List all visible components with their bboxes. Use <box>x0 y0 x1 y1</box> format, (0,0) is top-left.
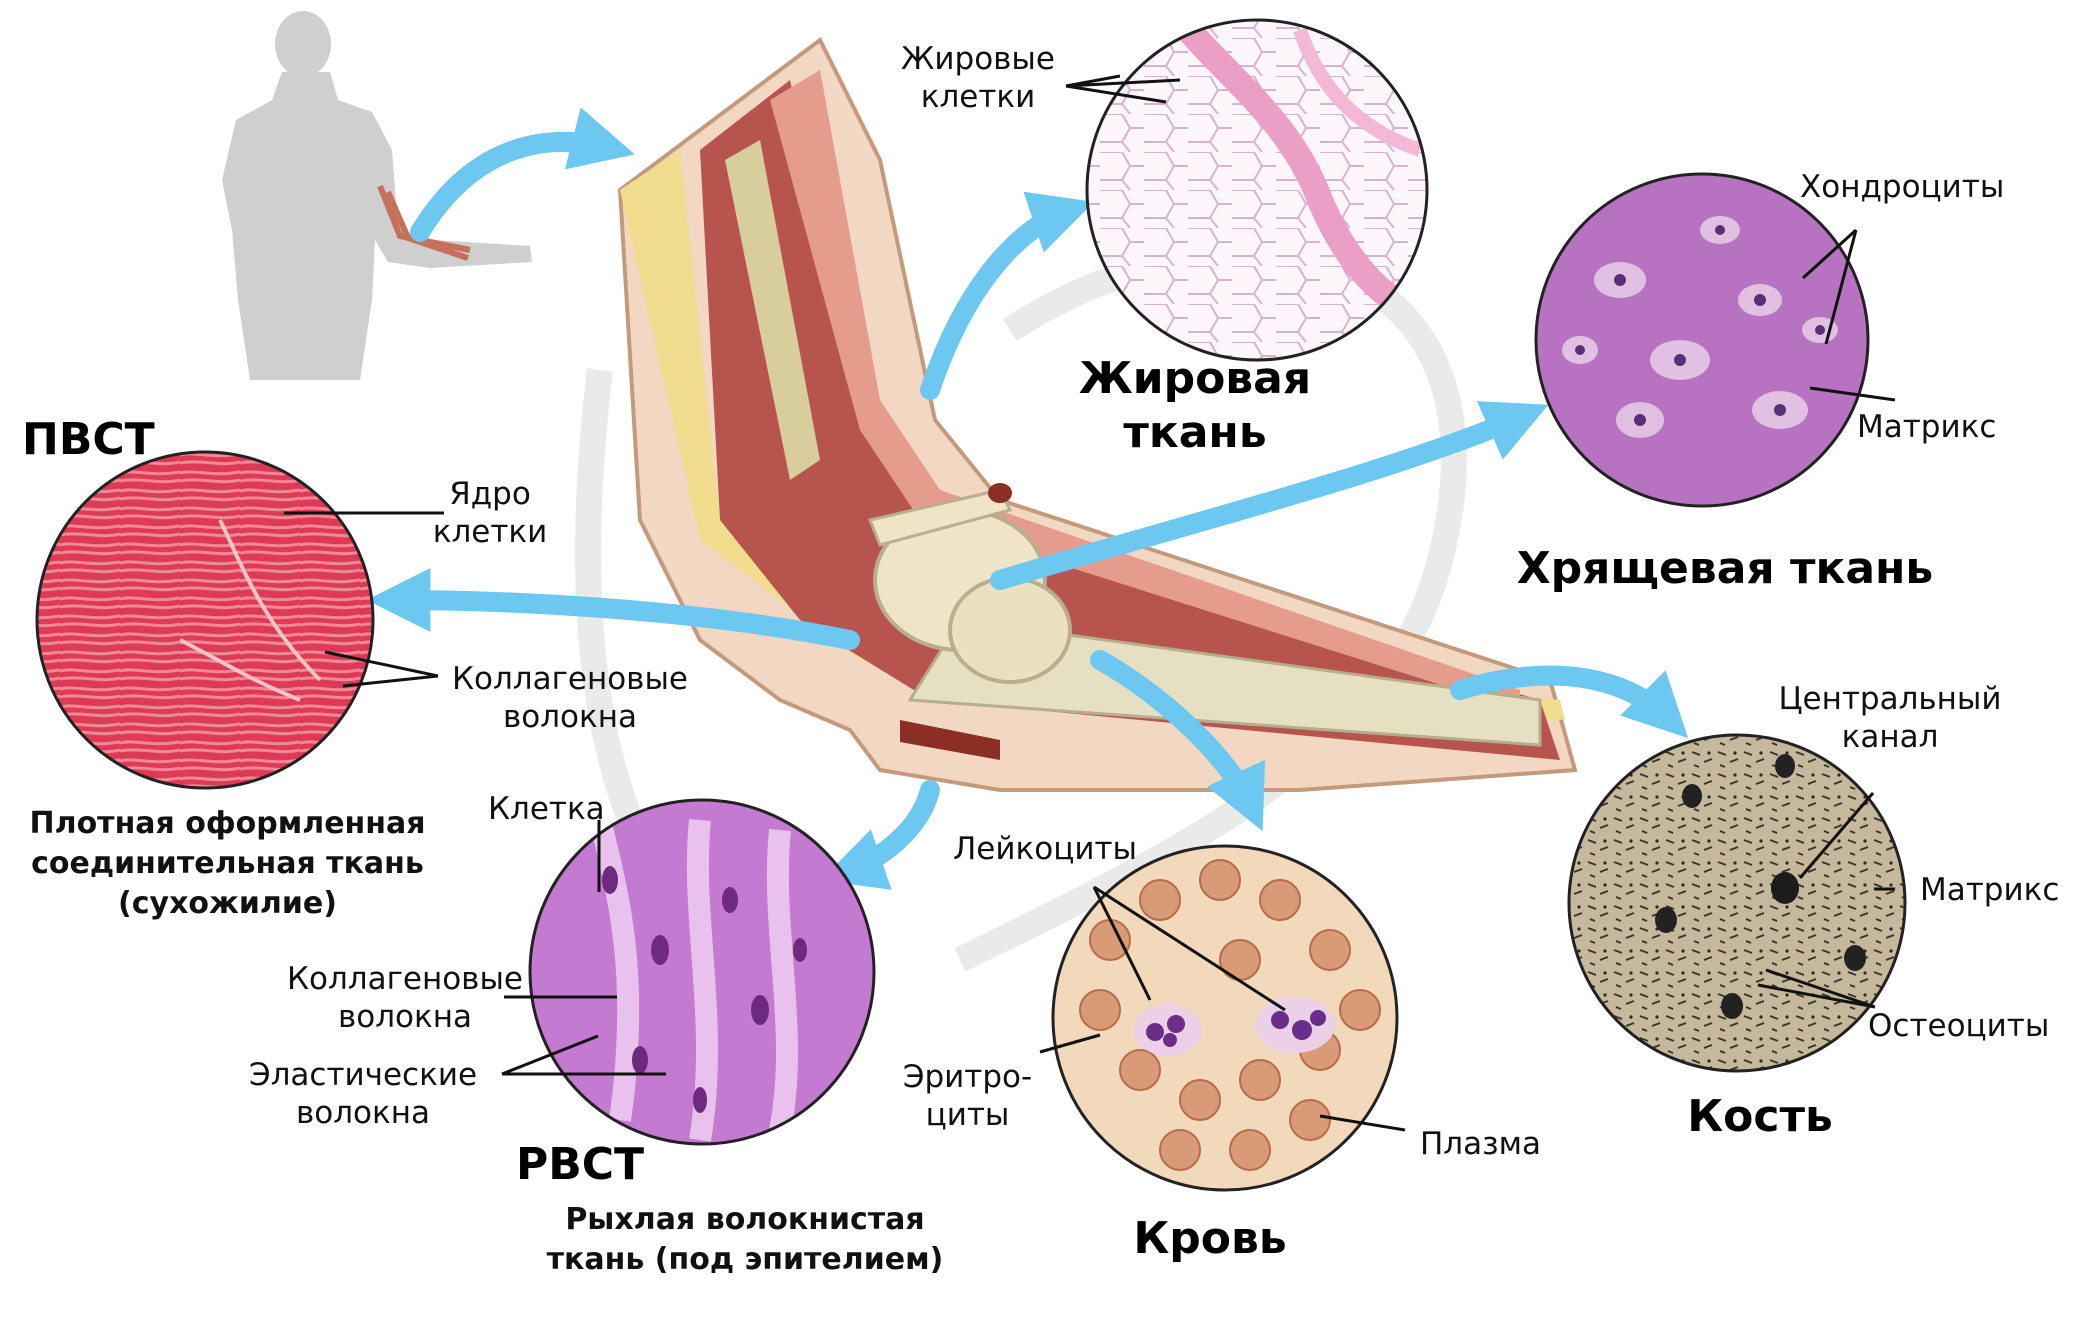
arrows <box>366 107 1689 890</box>
leader-cartilage-matrix <box>1809 386 1896 402</box>
leader-elastic <box>501 1034 666 1076</box>
dense-tissue-circle <box>35 450 375 790</box>
label-chondrocytes: Хондроциты <box>1800 169 2005 205</box>
arm-highlight-icon <box>377 184 471 261</box>
cartilage-tissue-circle <box>1534 172 1870 508</box>
title-bone: Кость <box>1687 1091 1833 1142</box>
arrow-to-loose <box>820 780 940 890</box>
label-osteocytes: Остеоциты <box>1868 1008 2050 1044</box>
arrow-to-bone <box>1450 665 1689 739</box>
arrow-to-cartilage <box>990 401 1549 590</box>
label-leukocytes: Лейкоциты <box>953 831 1138 867</box>
title-blood: Кровь <box>1133 1213 1287 1264</box>
label-erythrocytes: Эритро-циты <box>902 1059 1033 1133</box>
label-loose-cell: Клетка <box>488 791 605 827</box>
label-cartilage-matrix: Матрикс <box>1857 409 1997 445</box>
leader-erythrocytes <box>1039 1033 1101 1054</box>
leader-fat-cells <box>1065 74 1181 104</box>
leader-plasma <box>1319 1114 1406 1132</box>
leader-leukocytes <box>1092 885 1286 1012</box>
loose-tissue-circle <box>528 798 876 1146</box>
fat-tissue-circle <box>1085 18 1429 362</box>
label-plasma: Плазма <box>1420 1126 1541 1162</box>
leader-chondrocytes <box>1801 228 1858 345</box>
title-loose-tissue: РВСТ <box>515 1139 645 1190</box>
leader-central-canal <box>1798 792 1875 879</box>
title-cartilage-tissue: Хрящевая ткань <box>1516 543 1934 594</box>
bone-tissue-circle <box>1567 733 1907 1073</box>
blood-tissue-circle <box>1051 844 1399 1192</box>
arrow-to-fat <box>920 191 1095 400</box>
arrow-person-to-elbow <box>410 107 635 242</box>
leader-osteocytes <box>1757 968 1876 1009</box>
arrow-to-dense <box>366 568 860 650</box>
title-dense-tissue: ПВСТ <box>22 414 155 465</box>
leader-collagen-dense <box>324 650 439 688</box>
human-silhouette-icon <box>222 11 532 380</box>
arrow-to-blood <box>1090 650 1266 832</box>
leader-lines <box>284 74 1896 1132</box>
label-bone-matrix: Матрикс <box>1920 872 2060 908</box>
elbow-anatomy-illustration <box>617 36 1578 792</box>
